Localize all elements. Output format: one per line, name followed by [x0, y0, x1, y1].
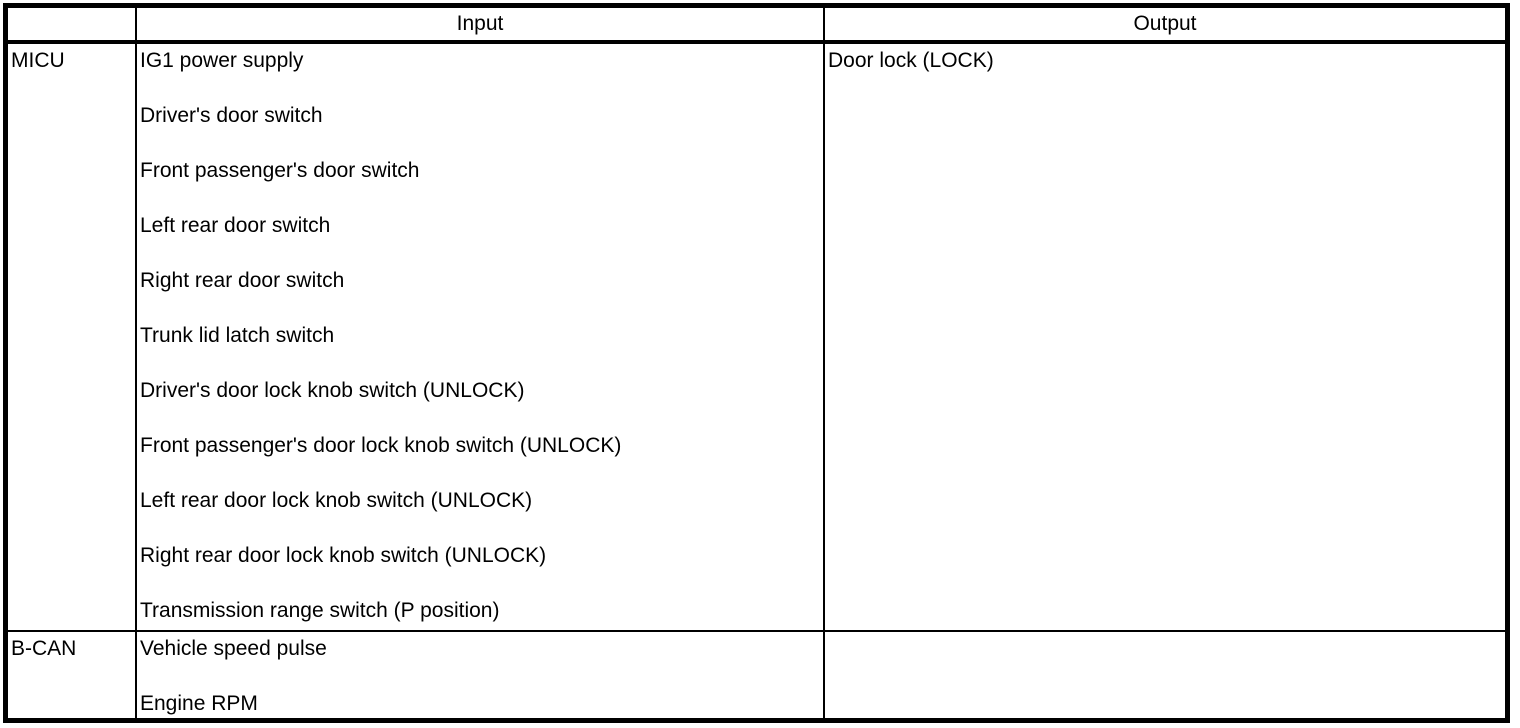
row-micu-source-cell: MICU [8, 44, 137, 632]
row-micu-output-cell: Door lock (LOCK) [825, 44, 1505, 632]
cell-line: Vehicle speed pulse [140, 637, 327, 660]
source-label-micu: MICU [11, 49, 65, 72]
cell-line: Right rear door switch [140, 269, 345, 292]
cell-line: Driver's door lock knob switch (UNLOCK) [140, 379, 525, 402]
header-cell-input: Input [137, 8, 825, 44]
cell-line: IG1 power supply [140, 49, 304, 72]
cell-line: Left rear door switch [140, 214, 331, 237]
cell-line: Right rear door lock knob switch (UNLOCK… [140, 544, 547, 567]
cell-line: Trunk lid latch switch [140, 324, 335, 347]
cell-line: Front passenger's door lock knob switch … [140, 434, 622, 457]
row-bcan-output-cell [825, 632, 1505, 718]
cell-line: Driver's door switch [140, 104, 323, 127]
source-label-bcan: B-CAN [11, 637, 77, 660]
cell-line: Engine RPM [140, 692, 258, 715]
cell-line: Left rear door lock knob switch (UNLOCK) [140, 489, 533, 512]
cell-line: Door lock (LOCK) [828, 49, 994, 72]
row-bcan-source-cell: B-CAN [8, 632, 137, 718]
cell-line: Transmission range switch (P position) [140, 599, 500, 622]
cell-line: Front passenger's door switch [140, 159, 420, 182]
header-cell-output: Output [825, 8, 1505, 44]
header-cell-source [8, 8, 137, 44]
